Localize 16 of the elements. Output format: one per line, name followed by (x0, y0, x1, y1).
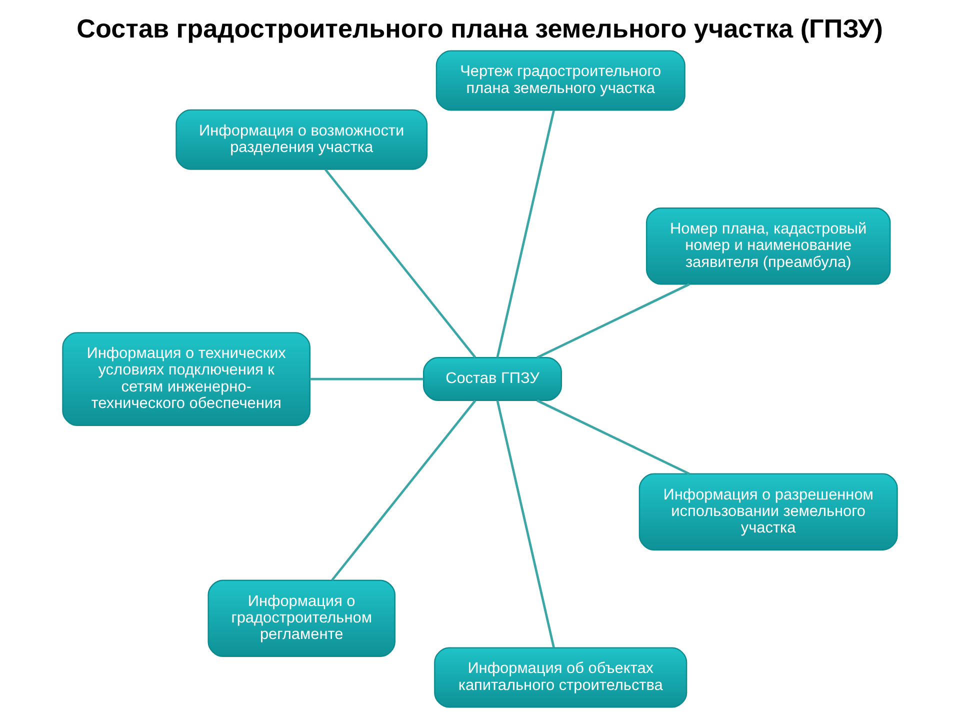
connector (331, 400, 476, 581)
node-box: Информация о возможности разделения участка (176, 109, 428, 170)
connector (324, 168, 476, 358)
connector (496, 110, 555, 358)
connector (536, 399, 690, 475)
connector (536, 283, 690, 359)
node-box: Информация о градостроительном регламенте (208, 580, 396, 657)
node-box: Информация о технических условиях подключения к сетям инженерно-технического обеспечения (62, 332, 310, 426)
node-box: Информация о разрешенном использовании земельного участка (638, 473, 898, 550)
connector (310, 378, 424, 380)
node-box: Состав ГПЗУ (422, 357, 562, 401)
diagram-title: Состав градостроительного плана земельного участка (ГПЗУ) (76, 13, 883, 44)
connector (496, 400, 555, 648)
node-box: Информация об объектах капитального строительства (434, 647, 688, 708)
node-box: Номер плана, кадастровый номер и наименование заявителя (преамбула) (646, 208, 891, 285)
node-box: Чертеж градостроительного плана земельного участка (436, 50, 686, 111)
